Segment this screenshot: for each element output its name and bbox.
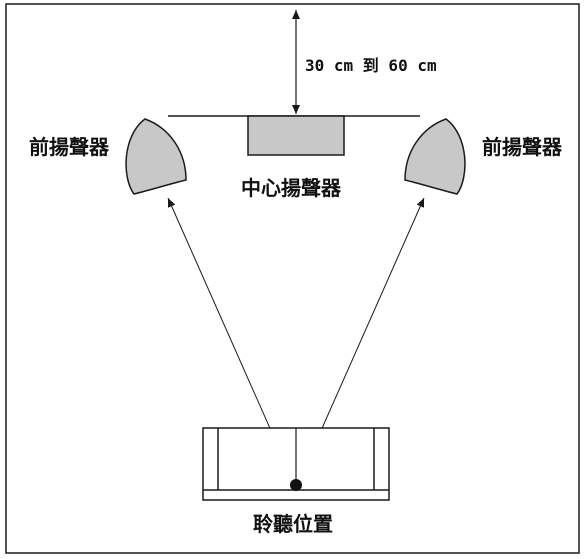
diagram-frame [5, 3, 580, 554]
listening-sofa [202, 427, 390, 501]
front-left-speaker-label: 前揚聲器 [29, 135, 109, 159]
front-right-speaker-label: 前揚聲器 [482, 135, 562, 159]
center-speaker [247, 115, 345, 156]
front-right-speaker [404, 118, 466, 195]
center-speaker-label: 中心揚聲器 [241, 176, 341, 200]
listening-position-dot [290, 479, 302, 491]
front-left-speaker [125, 118, 187, 195]
listening-position-label: 聆聽位置 [253, 512, 333, 536]
distance-label: 30 cm 到 60 cm [305, 56, 437, 75]
